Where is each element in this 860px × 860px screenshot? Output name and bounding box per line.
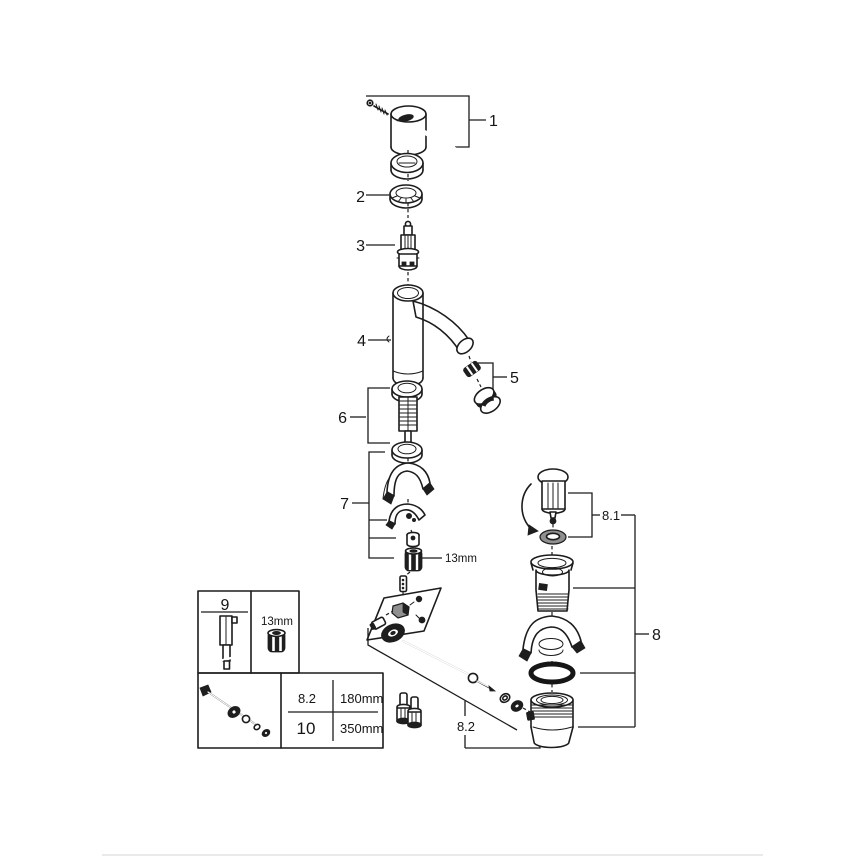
callout-9-label: 9	[221, 597, 230, 614]
callout-leader-lines	[350, 95, 649, 749]
mounting-set-drawing	[391, 380, 423, 464]
fixation-set-drawing	[382, 462, 435, 572]
pop-up-rod-drawing	[402, 640, 524, 712]
tool-box	[197, 590, 300, 674]
callout-5-label: 5	[510, 370, 519, 387]
toolbox-nut-size-label: 13mm	[261, 616, 293, 628]
escutcheon-cap-drawing	[390, 152, 424, 180]
callout-6-label: 6	[338, 410, 347, 427]
callout-1-label: 1	[489, 113, 498, 130]
callout-4-label: 4	[357, 333, 366, 350]
callout-7-label: 7	[340, 496, 349, 513]
callout-8-label: 8	[652, 627, 661, 644]
spec-table-text: 8.2 180mm 10 350mm	[297, 691, 384, 738]
retainer-ring-drawing	[389, 184, 423, 209]
socket-nut-13mm-drawing	[267, 628, 286, 653]
spec-box	[197, 672, 384, 749]
mounting-bracket-drawing	[366, 587, 442, 643]
nut-size-callout-label: 13mm	[445, 553, 477, 565]
threaded-stud-drawing	[399, 575, 408, 593]
supply-connectors-drawing	[396, 692, 422, 729]
spec-row2-ref: 10	[297, 719, 316, 738]
popup-plug-drawing	[521, 468, 569, 545]
drain-assembly-drawing	[518, 554, 586, 749]
cartridge-drawing	[396, 220, 420, 271]
spec-row1-length: 180mm	[340, 691, 383, 706]
callout-8-2-label: 8.2	[457, 719, 475, 734]
callout-3-label: 3	[356, 238, 365, 255]
mounting-tool-drawing	[209, 615, 241, 670]
callout-labels: 1 2 3 4 5 6 7 8 8.1 8.2 9 13mm 13mm	[221, 113, 661, 734]
callout-8-1-label: 8.1	[602, 508, 620, 523]
faucet-body-drawing	[386, 284, 474, 387]
rod-variant-drawing	[199, 684, 271, 737]
spec-row2-length: 350mm	[340, 721, 383, 736]
spec-row1-ref: 8.2	[298, 691, 316, 706]
aerator-drawing	[463, 360, 501, 414]
callout-2-label: 2	[356, 189, 365, 206]
handle-assembly-drawing	[366, 99, 459, 156]
